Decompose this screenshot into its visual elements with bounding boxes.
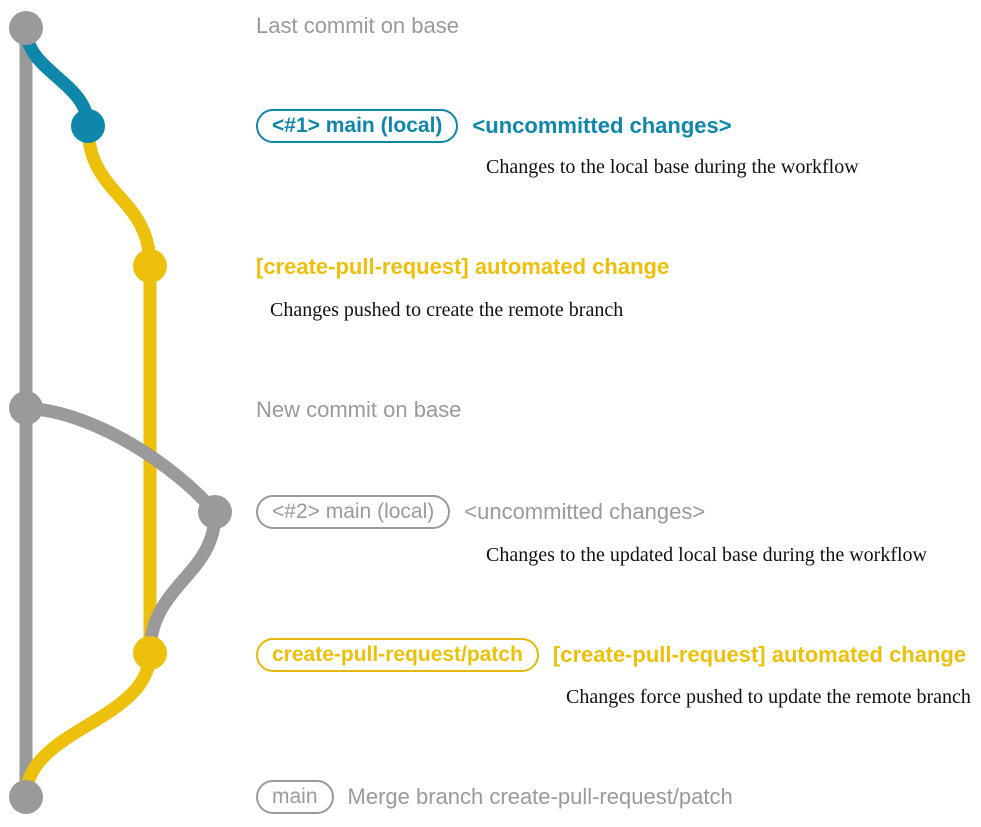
branch-pill-create-pull-request-patch[interactable]: create-pull-request/patch (256, 638, 539, 672)
commit-node-patch-2[interactable] (133, 636, 167, 670)
edge-base-to-local-1 (19, 21, 95, 133)
commit-subject-local-2: <uncommitted changes> (464, 499, 706, 524)
row-merge-commit: main Merge branch create-pull-request/pa… (256, 780, 733, 814)
commit-node-local-2[interactable] (198, 495, 232, 529)
row-automated-change-1: [create-pull-request] automated change (256, 254, 669, 280)
headline-new-commit-on-base: New commit on base (256, 397, 462, 422)
commit-subject-merge: Merge branch create-pull-request/patch (347, 784, 733, 809)
edge-base-new-to-local-2 (19, 401, 222, 519)
commit-subject-local-1: <uncommitted changes> (472, 113, 732, 138)
commit-subject-patch-1: [create-pull-request] automated change (256, 254, 670, 279)
commit-node-merge[interactable] (9, 780, 43, 814)
note-local-change-2: Changes to the updated local base during… (486, 544, 927, 566)
headline-last-commit-on-base: Last commit on base (256, 13, 459, 38)
note-automated-change-1: Changes pushed to create the remote bran… (270, 299, 624, 321)
note-automated-change-2: Changes force pushed to update the remot… (566, 686, 971, 708)
row-local-change-1: <#1> main (local) <uncommitted changes> (256, 109, 732, 143)
note-local-change-1: Changes to the local base during the wor… (486, 156, 859, 178)
edge-patch-2-to-merge (19, 646, 157, 804)
commit-subject-patch-2: [create-pull-request] automated change (552, 642, 967, 667)
row-automated-change-2: create-pull-request/patch [create-pull-r… (256, 638, 966, 672)
commit-node-patch-1[interactable] (133, 249, 167, 283)
branch-pill-main[interactable]: main (256, 780, 334, 814)
commit-node-base-new[interactable] (9, 391, 43, 425)
edge-local-2-to-patch-2 (143, 505, 222, 660)
branch-pill-local-1[interactable]: <#1> main (local) (256, 109, 459, 143)
branch-pill-local-2[interactable]: <#2> main (local) (256, 495, 451, 529)
commit-node-base-last[interactable] (9, 11, 43, 45)
row-local-change-2: <#2> main (local) <uncommitted changes> (256, 495, 705, 529)
commit-node-local-1[interactable] (71, 109, 105, 143)
edge-local-1-to-patch-1 (81, 119, 157, 273)
